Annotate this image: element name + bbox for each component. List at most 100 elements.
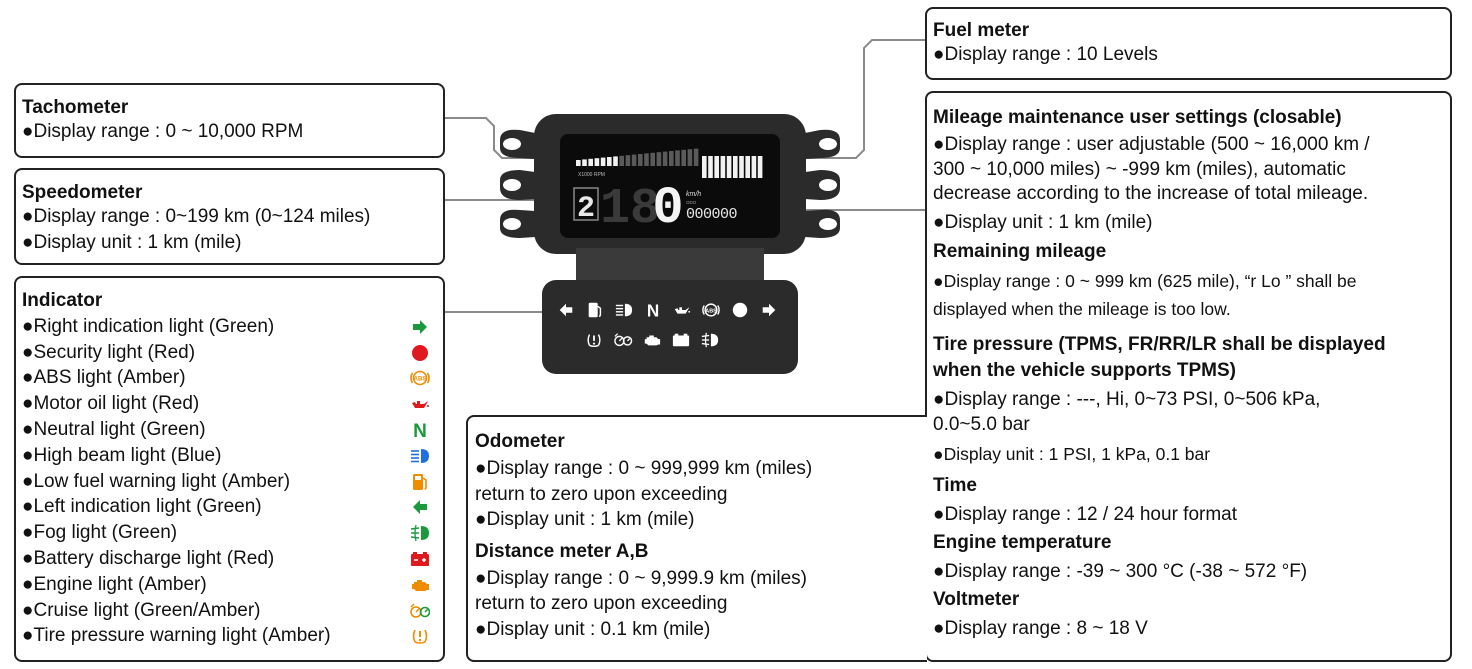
indicator-list: ●Right indication light (Green) ●Security… — [22, 314, 437, 649]
svg-text:ABS: ABS — [705, 308, 717, 314]
security-dot-icon — [732, 302, 748, 318]
tach-segment — [650, 152, 655, 166]
high-beam-icon — [403, 446, 437, 466]
distance-meter-range-2: return to zero upon exceeding — [475, 593, 728, 614]
svg-text:N: N — [413, 421, 427, 440]
fuel-meter-title: Fuel meter — [933, 20, 1030, 41]
voltmeter-range: ●Display range : 8 ~ 18 V — [933, 617, 1148, 639]
tach-segment — [613, 156, 618, 166]
speed-ghost-digits: 18 — [600, 181, 660, 238]
gear-digit: 2 — [577, 192, 595, 226]
tach-segment — [600, 157, 606, 166]
tire-pressure-title: Tire pressure (TPMS, FR/RR/LR shall be d… — [933, 333, 1386, 355]
indicator-label: ●Right indication light (Green) — [22, 315, 275, 337]
fuel-segment — [708, 156, 713, 178]
odometer-range-1: ●Display range : 0 ~ 999,999 km (miles) — [475, 458, 813, 479]
fuel-meter-range: ●Display range : 10 Levels — [933, 44, 1158, 65]
tire-pressure-unit: ●Display unit : 1 PSI, 1 kPa, 0.1 bar — [933, 443, 1211, 464]
indicator-label: ●Fog light (Green) — [22, 522, 178, 544]
speedometer-title: Speedometer — [22, 182, 143, 203]
indicator-label: ●Engine light (Amber) — [22, 573, 207, 595]
fuel-segment — [714, 156, 719, 178]
abs-icon: ABS — [403, 368, 437, 388]
speed-unit: km/h — [686, 191, 701, 198]
time-range: ●Display range : 12 / 24 hour format — [933, 503, 1238, 525]
indicator-row: ●Right indication light (Green) — [22, 314, 437, 340]
cruise-icon — [614, 333, 633, 347]
indicator-title: Indicator — [22, 290, 103, 311]
indicator-label: ●Battery discharge light (Red) — [22, 548, 275, 570]
oil-can-icon — [674, 307, 691, 314]
fuel-segment — [702, 156, 707, 178]
indicator-label: ●Left indication light (Green) — [22, 496, 262, 518]
tire-pressure-range-2: 0.0~5.0 bar — [933, 413, 1030, 435]
tire-pressure-title-2: when the vehicle supports TPMS) — [933, 359, 1236, 381]
tachometer-bars — [576, 148, 699, 166]
indicator-row: ●Fog light (Green) — [22, 520, 437, 546]
engine-temp-range: ●Display range : -39 ~ 300 °C (-38 ~ 572… — [933, 560, 1308, 582]
tach-segment — [631, 154, 637, 166]
tachometer-connector — [444, 117, 582, 159]
indicator-row: ●Cruise light (Green/Amber) — [22, 598, 437, 624]
battery-icon — [672, 333, 690, 347]
time-title: Time — [933, 474, 978, 496]
tach-segment — [588, 158, 593, 166]
remaining-title: Remaining mileage — [933, 240, 1107, 262]
indicator-label: ●Low fuel warning light (Amber) — [22, 470, 291, 492]
maintenance-range-3: decrease according to the increase of to… — [933, 183, 1369, 204]
odo-value: 000000 — [686, 206, 738, 223]
fuel-segment — [726, 156, 732, 178]
tach-segment — [662, 151, 668, 166]
indicator-row: ●Left indication light (Green) — [22, 495, 437, 521]
indicator-label: ●ABS light (Amber) — [22, 367, 186, 389]
indicator-row: ●Engine light (Amber) — [22, 572, 437, 598]
fuel-pump-icon — [588, 302, 602, 318]
indicator-row: ●Security light (Red) — [22, 340, 437, 366]
indicator-row: ●ABS light (Amber) ABS — [22, 366, 437, 392]
fuel-segment — [739, 156, 744, 178]
cruise-icon — [403, 601, 437, 621]
dashboard-indicator-bottom-row — [587, 332, 719, 348]
maintenance-title: Mileage maintenance user settings (closa… — [933, 107, 1342, 128]
indicator-label: ●Cruise light (Green/Amber) — [22, 599, 261, 621]
tach-segment — [576, 160, 581, 166]
tach-segment — [669, 151, 674, 166]
fuel-pump-icon — [403, 472, 437, 492]
oil-can-icon — [403, 394, 437, 414]
odometer-title: Odometer — [475, 431, 565, 452]
indicator-row: ●Battery discharge light (Red) — [22, 546, 437, 572]
tach-caption: X1000 RPM — [578, 172, 605, 178]
engine-temp-title: Engine temperature — [933, 531, 1112, 553]
tach-segment — [656, 152, 662, 166]
speedometer-unit: ●Display unit : 1 km (mile) — [22, 232, 242, 253]
fuel-meter-callout: Fuel meter ●Display range : 10 Levels — [925, 7, 1452, 80]
dashboard-illustration: X1000 RPM 2 18 0 km/h ODO 000000 N ABS — [500, 114, 840, 374]
indicator-panel — [542, 280, 798, 374]
right-arrow-icon — [403, 317, 437, 337]
tach-segment — [675, 150, 680, 166]
left-arrow-icon — [403, 497, 437, 517]
fuel-segment — [751, 156, 757, 178]
remaining-range-1: ●Display range : 0 ~ 999 km (625 mile), … — [933, 270, 1357, 291]
maintenance-range-2: 300 ~ 10,000 miles) ~ -999 km (miles), a… — [933, 158, 1346, 180]
security-dot-icon — [403, 343, 437, 363]
odo-label: ODO — [686, 200, 697, 205]
tach-segment — [582, 159, 587, 166]
indicator-label: ●Security light (Red) — [22, 341, 196, 363]
indicator-callout: Indicator ●Right indication light (Green… — [14, 276, 445, 662]
remaining-range-2: displayed when the mileage is too low. — [933, 298, 1231, 319]
mileage-settings-panel: Mileage maintenance user settings (closa… — [925, 91, 1452, 662]
tach-segment — [607, 157, 612, 166]
indicator-label: ●Motor oil light (Red) — [22, 393, 200, 415]
distance-meter-unit: ●Display unit : 0.1 km (mile) — [475, 618, 711, 640]
indicator-row: ●Neutral light (Green) N — [22, 417, 437, 443]
battery-icon — [403, 549, 437, 569]
tach-segment — [619, 155, 624, 166]
indicator-label: ●Neutral light (Green) — [22, 419, 206, 441]
distance-meter-range-1: ●Display range : 0 ~ 9,999.9 km (miles) — [475, 567, 807, 589]
tachometer-callout: Tachometer ●Display range : 0 ~ 10,000 R… — [14, 83, 445, 158]
neutral-icon: N — [403, 420, 437, 440]
speed-digit: 0 — [652, 179, 683, 238]
svg-text:N: N — [647, 301, 659, 320]
